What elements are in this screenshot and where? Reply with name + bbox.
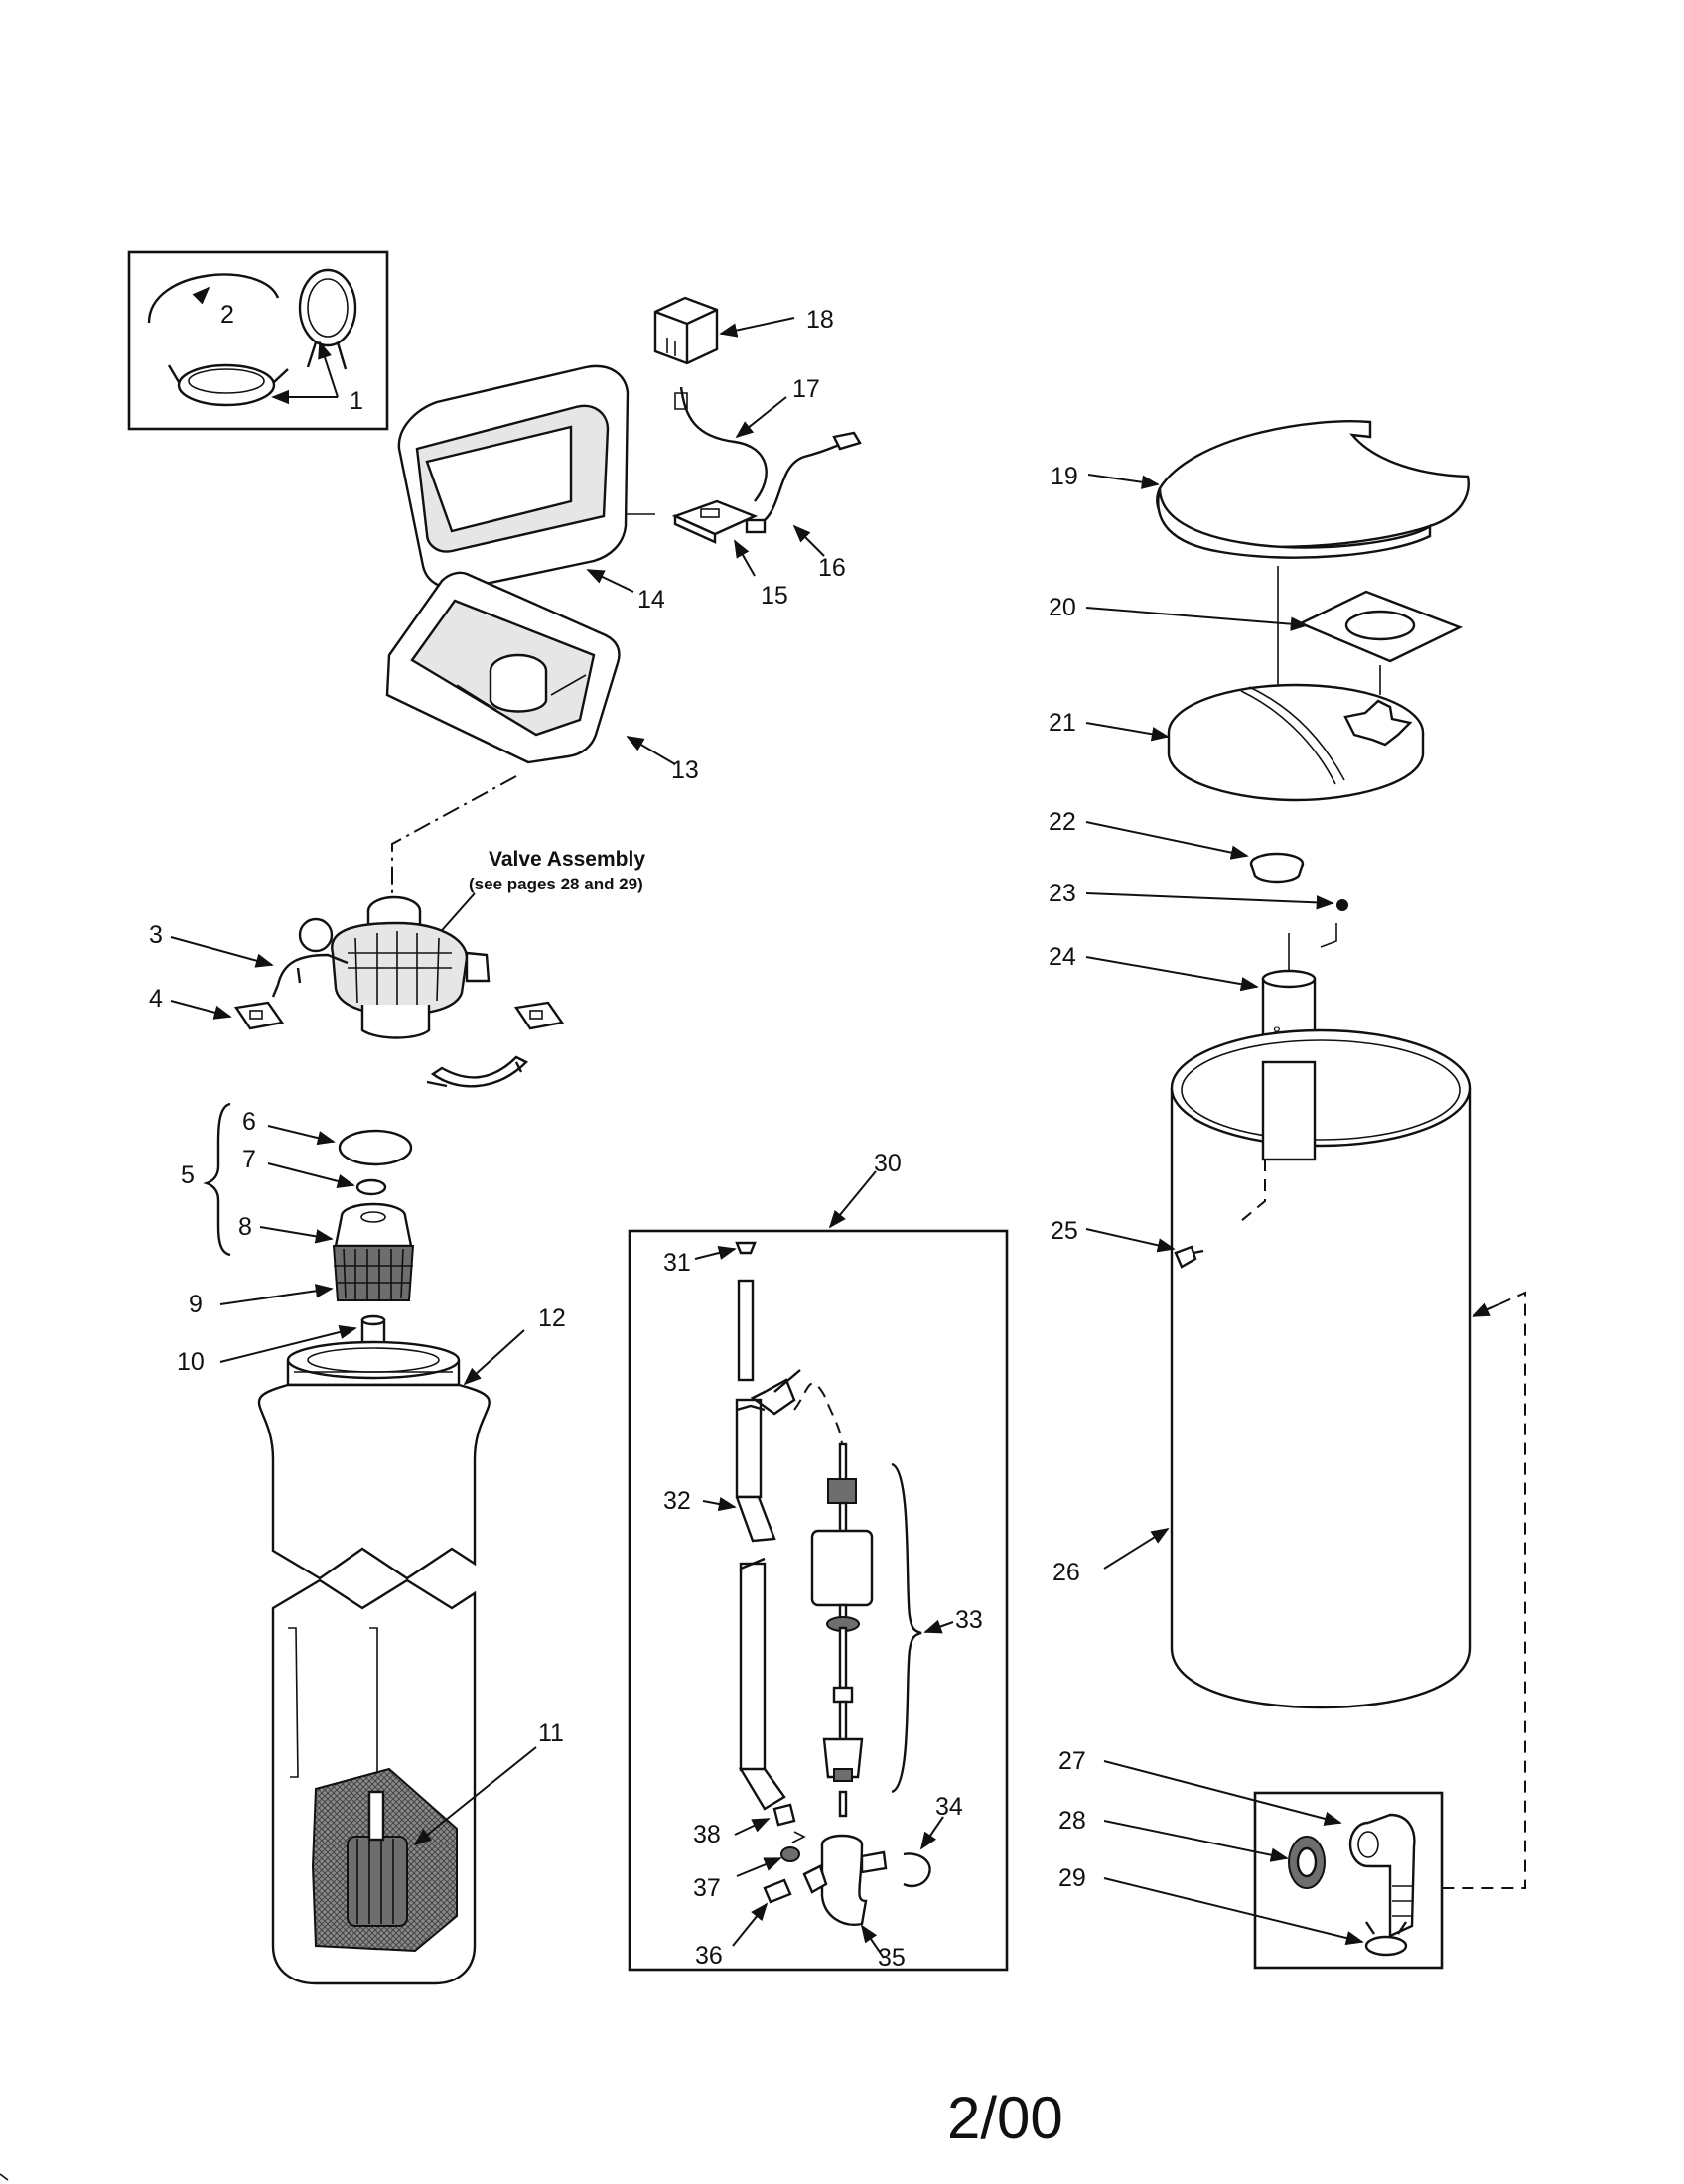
part-25-bolt: 25 bbox=[1051, 1217, 1204, 1269]
part-14-control-cover: 14 bbox=[397, 364, 665, 614]
callout-18: 18 bbox=[806, 306, 834, 334]
callout-27: 27 bbox=[1058, 1747, 1086, 1775]
part-4-mounting-clip: 4 bbox=[149, 985, 565, 1030]
float-link bbox=[793, 1382, 843, 1448]
part-1-clamp-flat bbox=[177, 363, 276, 407]
part-30-brine-valve-box: 30 bbox=[628, 1150, 1009, 1972]
assembly-centerline bbox=[391, 775, 517, 898]
part-28-grommet: 28 bbox=[1058, 1807, 1326, 1889]
part-13-control-housing: 13 bbox=[385, 571, 699, 784]
callout-6: 6 bbox=[242, 1108, 256, 1136]
callout-35: 35 bbox=[878, 1944, 906, 1972]
part-18-transformer: 18 bbox=[653, 296, 834, 365]
part-29-hose-clamp: 29 bbox=[1058, 1864, 1408, 1957]
overflow-kit-box bbox=[1253, 1791, 1444, 1970]
part-27-overflow-elbow: 27 bbox=[1058, 1747, 1416, 1938]
callout-23: 23 bbox=[1049, 880, 1076, 907]
callout-33: 33 bbox=[955, 1606, 983, 1634]
part-33-float-assembly: 33 bbox=[810, 1442, 983, 1818]
part-20-gasket-plate: 20 bbox=[1049, 590, 1464, 663]
callout-12: 12 bbox=[538, 1304, 566, 1332]
callout-25: 25 bbox=[1051, 1217, 1078, 1245]
part-9-distributor-basket: 9 bbox=[189, 1245, 415, 1318]
part-23-screw: 23 bbox=[1049, 880, 1348, 948]
callout-21: 21 bbox=[1049, 709, 1076, 737]
part-26-brine-tank: 26 bbox=[1052, 1028, 1472, 1709]
part-31-cap: 31 bbox=[663, 1241, 757, 1277]
part-19-brine-tank-lid: 19 bbox=[1051, 420, 1470, 559]
callout-5: 5 bbox=[181, 1161, 195, 1189]
scan-mark bbox=[0, 2173, 9, 2181]
part-16-cable: 16 bbox=[745, 431, 862, 582]
part-38-fitting: 38 bbox=[693, 1803, 806, 1848]
part-37-washer: 37 bbox=[693, 1846, 800, 1902]
part-3-bypass-clip: 3 bbox=[149, 921, 349, 998]
callout-24: 24 bbox=[1049, 943, 1076, 971]
callout-28: 28 bbox=[1058, 1807, 1086, 1835]
callout-29: 29 bbox=[1058, 1864, 1086, 1892]
callout-1: 1 bbox=[350, 387, 363, 415]
part-6-o-ring: 6 bbox=[242, 1108, 413, 1166]
callout-26: 26 bbox=[1052, 1559, 1080, 1586]
part-21-salt-shelf: 21 bbox=[1049, 683, 1425, 802]
page-date: 2/00 bbox=[947, 2085, 1063, 2151]
callout-9: 9 bbox=[189, 1291, 203, 1318]
part-22-cap: 22 bbox=[1049, 808, 1305, 884]
callout-22: 22 bbox=[1049, 808, 1076, 836]
part-35-brine-elbow: 35 bbox=[802, 1834, 906, 1972]
callout-38: 38 bbox=[693, 1821, 721, 1848]
part-11-lower-distributor: 11 bbox=[311, 1719, 564, 1953]
svg-text:8: 8 bbox=[1273, 1024, 1281, 1039]
callout-19: 19 bbox=[1051, 463, 1078, 490]
callout-3: 3 bbox=[149, 921, 163, 949]
part-15-control-board: 15 bbox=[671, 499, 788, 610]
valve-assembly-drawing bbox=[298, 892, 491, 1039]
overflow-connection bbox=[1442, 1291, 1526, 1889]
callout-20: 20 bbox=[1049, 594, 1076, 621]
callout-7: 7 bbox=[242, 1146, 256, 1173]
part-36-nut: 36 bbox=[695, 1878, 792, 1970]
callout-31: 31 bbox=[663, 1249, 691, 1277]
valve-assembly-subtitle: (see pages 28 and 29) bbox=[469, 875, 643, 893]
valve-assembly-title: Valve Assembly bbox=[489, 848, 645, 871]
retaining-clip bbox=[430, 1055, 529, 1088]
callout-14: 14 bbox=[637, 586, 665, 614]
callout-15: 15 bbox=[761, 582, 788, 610]
callout-34: 34 bbox=[935, 1793, 963, 1821]
callout-17: 17 bbox=[792, 375, 820, 403]
part-2-clamp-ring bbox=[147, 273, 280, 324]
callout-13: 13 bbox=[671, 756, 699, 784]
part-7-o-ring: 7 bbox=[242, 1146, 387, 1196]
callout-30: 30 bbox=[874, 1150, 902, 1177]
part-5-seal-kit: 5 bbox=[181, 1102, 231, 1257]
callout-32: 32 bbox=[663, 1487, 691, 1515]
clamp-kit-box: 2 1 bbox=[127, 250, 389, 431]
callout-16: 16 bbox=[818, 554, 846, 582]
retaining-clip-tabs bbox=[426, 1061, 523, 1088]
callout-36: 36 bbox=[695, 1942, 723, 1970]
callout-37: 37 bbox=[693, 1874, 721, 1902]
part-17-wire-harness: 17 bbox=[674, 375, 820, 502]
callout-4: 4 bbox=[149, 985, 163, 1013]
callout-8: 8 bbox=[238, 1213, 252, 1241]
part-8-distributor-head: 8 bbox=[238, 1202, 413, 1248]
overflow-arrow bbox=[1472, 1302, 1500, 1317]
callout-10: 10 bbox=[177, 1348, 205, 1376]
part-34-clip: 34 bbox=[903, 1793, 963, 1888]
callout-11: 11 bbox=[538, 1719, 564, 1747]
callout-2: 2 bbox=[220, 301, 234, 329]
part-32-brine-tube: 32 bbox=[663, 1279, 801, 1811]
